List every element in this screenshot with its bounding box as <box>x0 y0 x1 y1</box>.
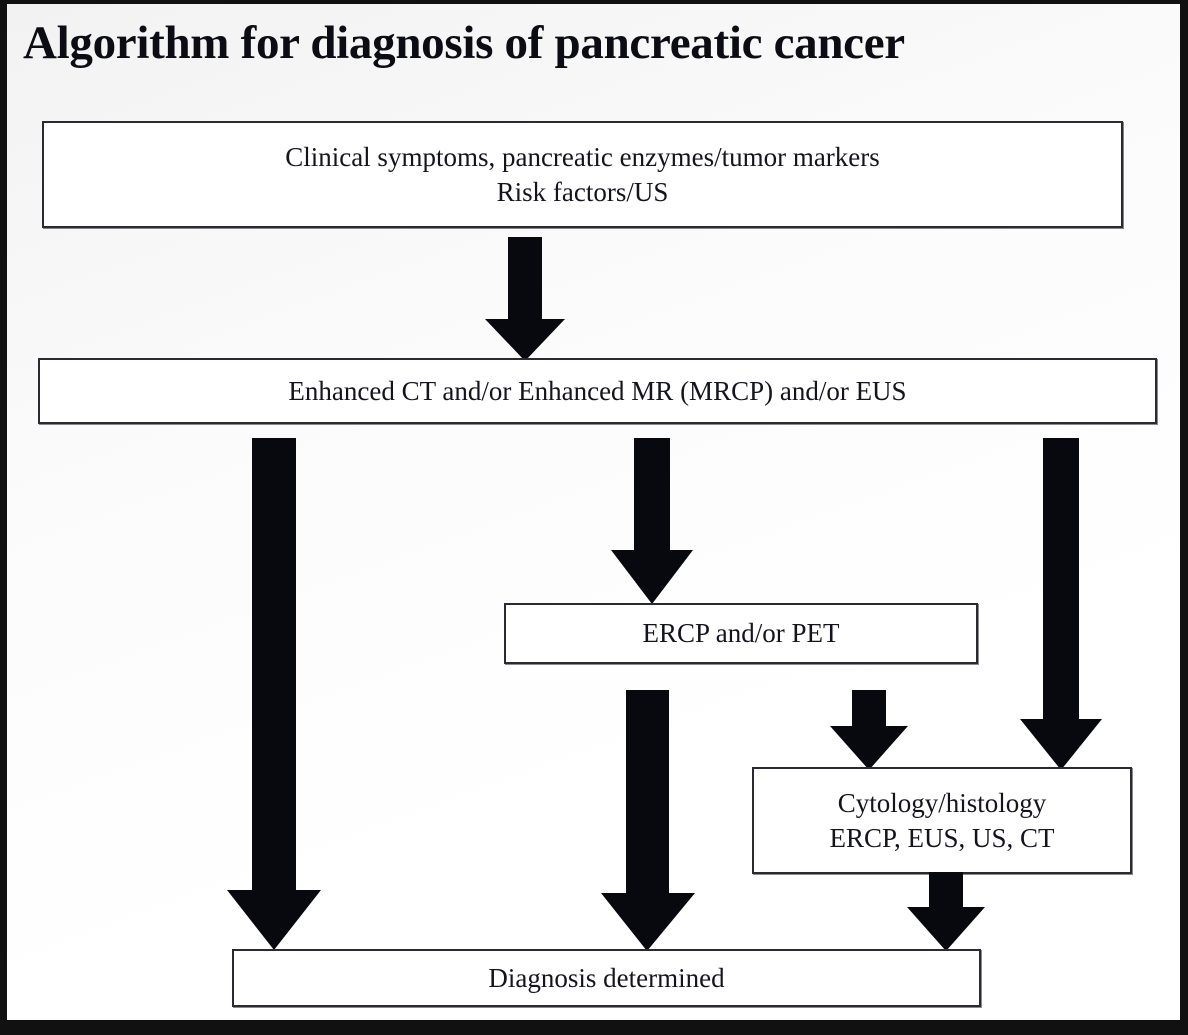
arrow-ercp-pet-to-cytology <box>828 690 910 770</box>
arrow-imaging-to-ercp-pet <box>609 438 695 604</box>
node-ercp-pet-line-1: ERCP and/or PET <box>642 618 840 649</box>
node-cytology-histology-line-1: Cytology/histology <box>837 787 1047 818</box>
page-title: Algorithm for diagnosis of pancreatic ca… <box>23 17 905 69</box>
node-diagnosis-determined: Diagnosis determined <box>232 949 981 1007</box>
node-diagnosis-determined-line-1: Diagnosis determined <box>488 962 725 993</box>
arrow-cytology-to-diagnosis <box>905 872 987 951</box>
node-cytology-histology: Cytology/histology ERCP, EUS, US, CT <box>752 767 1132 874</box>
node-cytology-histology-line-2: ERCP, EUS, US, CT <box>829 822 1055 853</box>
node-enhanced-imaging-line-1: Enhanced CT and/or Enhanced MR (MRCP) an… <box>288 375 907 406</box>
arrow-ercp-pet-to-diagnosis <box>599 690 697 951</box>
arrow-imaging-to-diagnosis-left <box>225 438 323 950</box>
node-ercp-pet: ERCP and/or PET <box>504 603 978 664</box>
node-clinical-symptoms-line-1: Clinical symptoms, pancreatic enzymes/tu… <box>285 141 880 172</box>
node-enhanced-imaging: Enhanced CT and/or Enhanced MR (MRCP) an… <box>38 358 1157 424</box>
arrow-symptoms-to-imaging <box>483 237 567 361</box>
node-clinical-symptoms: Clinical symptoms, pancreatic enzymes/tu… <box>42 121 1123 228</box>
arrow-imaging-to-cytology-right <box>1018 438 1104 770</box>
node-clinical-symptoms-line-2: Risk factors/US <box>496 176 669 207</box>
diagram-canvas: Algorithm for diagnosis of pancreatic ca… <box>7 4 1180 1020</box>
